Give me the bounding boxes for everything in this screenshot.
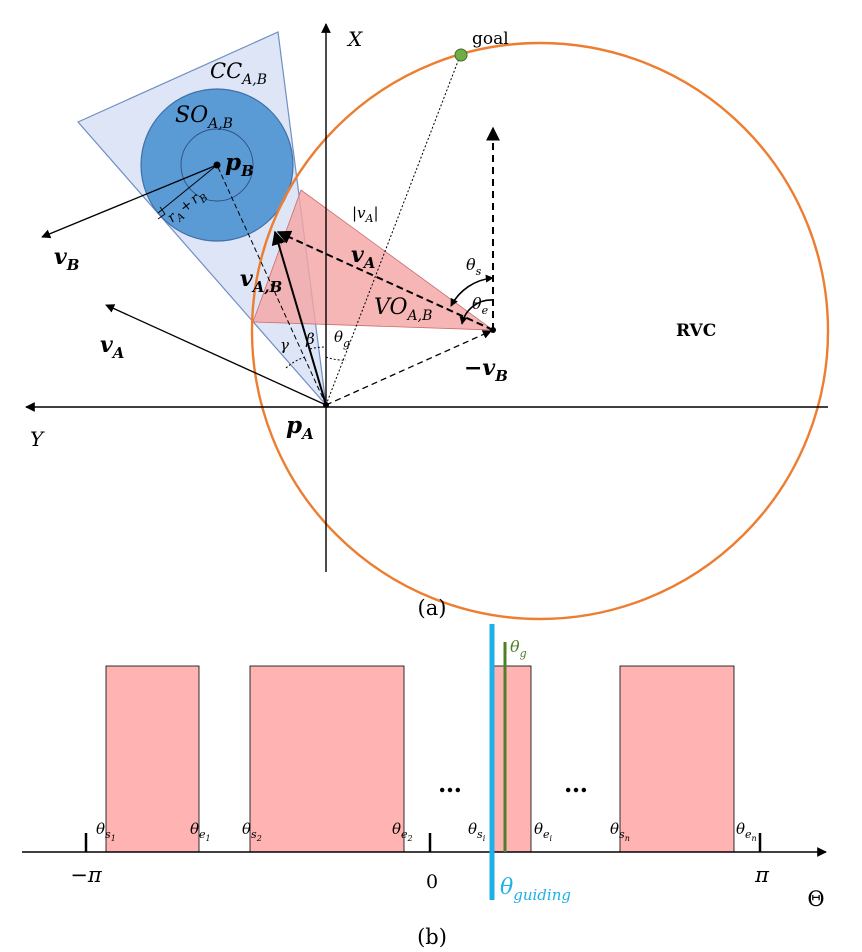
theta-g-label: θg bbox=[334, 328, 350, 350]
panel-b: θs1 θe1 θs2 θe2 θsi θei θsn θen … … −π 0… bbox=[22, 624, 827, 949]
neg-vb-vector bbox=[325, 330, 492, 406]
theta-axis-label: Θ bbox=[807, 887, 824, 911]
velocity-obstacle bbox=[252, 189, 495, 331]
ellipsis-1: … bbox=[438, 769, 462, 798]
theta-e-label: θe bbox=[472, 294, 489, 317]
theta-s-arc bbox=[450, 274, 494, 307]
theta-e-arc bbox=[459, 299, 494, 325]
label-zero: 0 bbox=[426, 871, 438, 893]
goal-label: goal bbox=[472, 29, 509, 49]
right-angle-mark bbox=[157, 206, 166, 220]
x-axis-label: X bbox=[346, 27, 363, 51]
vo-bar-i bbox=[489, 665, 532, 853]
beta-arc bbox=[309, 346, 325, 350]
pb-label: pB bbox=[225, 149, 254, 180]
goal-point bbox=[454, 48, 468, 62]
vab-label: vA,B bbox=[240, 266, 282, 296]
gamma-arc bbox=[285, 356, 306, 369]
ellipsis-2: … bbox=[564, 769, 588, 798]
rvc-label: RVC bbox=[676, 321, 716, 341]
vb-vector bbox=[41, 164, 218, 239]
va-inner-vector bbox=[276, 230, 494, 331]
so-label: SOA,B bbox=[175, 103, 233, 132]
pa-pb-line bbox=[216, 164, 327, 406]
vo-bar-n bbox=[619, 665, 735, 853]
theta-guiding-label: θguiding bbox=[500, 875, 571, 904]
label-theta-sn: θsn bbox=[610, 820, 630, 843]
radius-line bbox=[157, 164, 218, 214]
rvc-circle bbox=[250, 41, 830, 621]
label-theta-en: θen bbox=[736, 820, 757, 843]
pa-point bbox=[323, 402, 329, 408]
beta-label: β bbox=[305, 330, 315, 348]
pb-point bbox=[213, 161, 221, 169]
va-inner-label: vA bbox=[351, 242, 375, 272]
neg-vb-label: −vB bbox=[464, 355, 508, 385]
label-pi: π bbox=[754, 863, 770, 887]
vab-vector bbox=[271, 230, 327, 406]
label-theta-s1: θs1 bbox=[96, 820, 116, 843]
label-theta-ei: θei bbox=[534, 820, 553, 843]
vo-bar-2 bbox=[249, 665, 405, 853]
vo-bar-1 bbox=[105, 665, 200, 853]
gamma-label: γ bbox=[280, 336, 289, 354]
va-left-label: vA bbox=[100, 332, 124, 362]
caption-b: (b) bbox=[417, 925, 447, 949]
label-theta-si: θsi bbox=[468, 820, 486, 843]
label-theta-e2: θe2 bbox=[392, 820, 413, 843]
abs-va-label: |vA| bbox=[352, 204, 379, 225]
vo-label: VOA,B bbox=[374, 295, 432, 324]
panel-a: X Y goal RVC CCA,B SOA,B VOA,B pB pA vB … bbox=[25, 23, 830, 621]
y-axis-label: Y bbox=[30, 427, 45, 451]
theta-g-arc bbox=[325, 356, 347, 361]
obstacle-inner-circle bbox=[180, 128, 254, 202]
vo-apex-point bbox=[490, 327, 496, 333]
cc-label: CCA,B bbox=[210, 59, 267, 88]
label-theta-e1: θe1 bbox=[190, 820, 211, 843]
pa-label: pA bbox=[286, 412, 314, 443]
label-neg-pi: −π bbox=[70, 863, 103, 887]
label-theta-s2: θs2 bbox=[242, 820, 262, 843]
theta-g-bar-label: θg bbox=[510, 637, 527, 660]
caption-a: (a) bbox=[418, 596, 447, 620]
theta-s-label: θs bbox=[466, 255, 482, 278]
va-vector bbox=[105, 304, 327, 406]
vb-label: vB bbox=[54, 244, 79, 274]
